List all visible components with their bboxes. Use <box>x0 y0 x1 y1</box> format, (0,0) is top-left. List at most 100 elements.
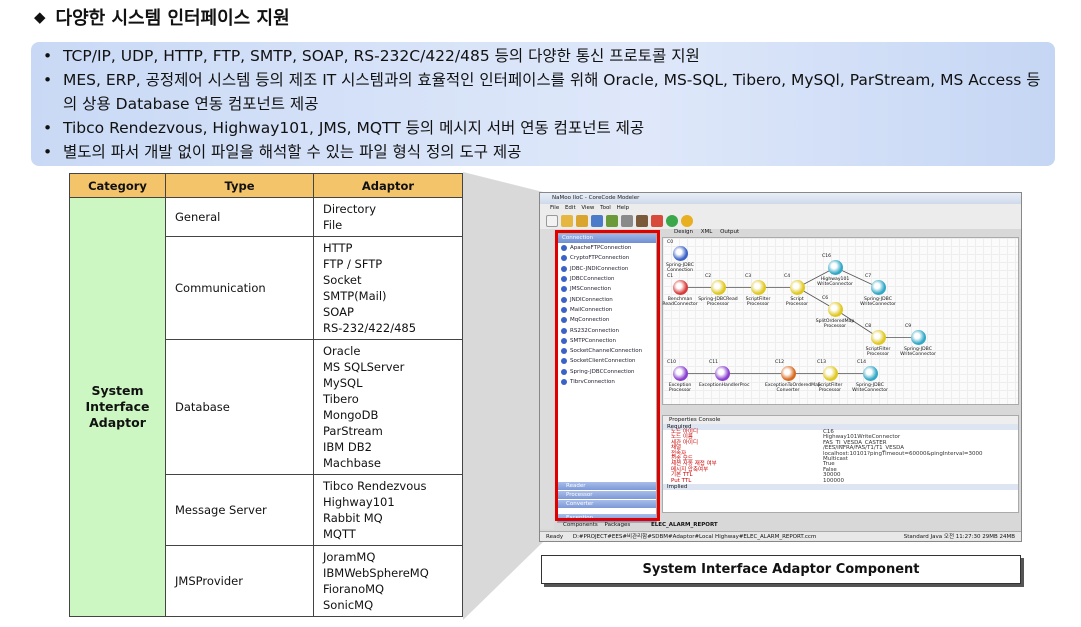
property-row[interactable]: 접속자 localhost:10101?pingTimeout=60000&pin… <box>663 450 1018 457</box>
connection-icon <box>561 327 567 334</box>
warning-icon <box>681 215 693 227</box>
palette-item-label: TibrvConnection <box>570 379 615 385</box>
node-label: Script Processor <box>785 297 809 308</box>
palette-item[interactable]: JNDIConnection <box>558 294 656 304</box>
document-tab: ELEC_ALARM_REPORT <box>650 522 718 528</box>
adaptor-item: SonicMQ <box>323 598 374 612</box>
flow-node[interactable] <box>863 366 878 381</box>
flow-node[interactable] <box>751 280 766 295</box>
palette-item[interactable]: TibrvConnection <box>558 377 656 387</box>
flow-node[interactable] <box>911 330 926 345</box>
node-label: ExceptionToOrderedMap Converter <box>765 383 821 394</box>
palette-item[interactable]: JDBC-JNDIConnection <box>558 264 656 274</box>
flow-node[interactable] <box>715 366 730 381</box>
flow-node[interactable] <box>711 280 726 295</box>
flow-node[interactable] <box>673 280 688 295</box>
flow-node[interactable] <box>823 366 838 381</box>
property-key: 접속자 <box>671 450 687 457</box>
node-id: C1 <box>667 274 674 279</box>
palette-item[interactable]: CryptoFTPConnection <box>558 253 656 263</box>
adaptor-item: Machbase <box>323 456 381 470</box>
palette-header: Connection <box>558 234 656 243</box>
node-label: Spring-JDBCRead Processor <box>698 297 738 308</box>
node-label: Benchman ReadConnector <box>662 297 698 308</box>
palette-item[interactable]: JMSConnection <box>558 284 656 294</box>
run-icon <box>666 215 678 227</box>
adaptor-item: MQTT <box>323 527 356 541</box>
property-value: 30000 <box>823 472 841 479</box>
flow-node[interactable] <box>871 280 886 295</box>
node-label: Spring-JDBC WriteConnector <box>900 347 936 358</box>
connection-icon <box>561 306 567 313</box>
node-label: SplitOrderedMap Processor <box>815 319 855 330</box>
flow-node[interactable] <box>673 246 688 261</box>
connection-icon <box>561 255 567 262</box>
property-row[interactable]: 기본 TTL 30000 <box>663 472 1018 479</box>
property-key: 세션 자동 재접 여부 <box>671 461 717 468</box>
adaptor-table: Category Type Adaptor System Interface A… <box>69 173 463 617</box>
palette-item[interactable]: MailConnection <box>558 305 656 315</box>
property-value: Multicast <box>823 455 848 462</box>
palette-item[interactable]: MqConnection <box>558 315 656 325</box>
feature-list-box: TCP/IP, UDP, HTTP, FTP, SMTP, SOAP, RS-2… <box>31 42 1055 166</box>
adaptor-item: File <box>323 218 343 232</box>
side-strip <box>540 229 554 529</box>
toolbar <box>540 213 1021 229</box>
property-value: C16 <box>823 429 834 435</box>
palette-item[interactable]: ApacheFTPConnection <box>558 243 656 253</box>
node-id: C2 <box>705 274 712 279</box>
header-category: Category <box>69 173 166 198</box>
build-icon <box>606 215 618 227</box>
node-id: C4 <box>784 274 791 279</box>
palette-highlight <box>555 230 660 521</box>
flow-node[interactable] <box>828 302 843 317</box>
palette-converter: Converter <box>558 500 656 508</box>
node-id: C9 <box>905 324 912 329</box>
palette-item[interactable]: Spring-JDBCConnection <box>558 367 656 377</box>
palette-item[interactable]: JDBCConnection <box>558 274 656 284</box>
property-key: 전송 모드 <box>671 455 693 462</box>
palette-item[interactable]: SocketClientConnection <box>558 356 656 366</box>
property-key: 기본 TTL <box>671 472 693 479</box>
palette-item-label: RS232Connection <box>570 327 619 334</box>
node-id: C0 <box>667 240 674 245</box>
gear-icon <box>636 215 648 227</box>
palette-item-label: MailConnection <box>570 306 613 313</box>
property-row[interactable]: 전송 모드 Multicast <box>663 455 1018 462</box>
window-title: NaMoo IIoC - CoreCode Modeler <box>540 193 1021 204</box>
node-label: ScriptFilter Processor <box>817 383 843 394</box>
folder-icon <box>576 215 588 227</box>
connection-icon <box>561 358 567 365</box>
flow-node[interactable] <box>673 366 688 381</box>
adaptor-item: Tibero <box>323 392 359 406</box>
palette-item[interactable]: RS232Connection <box>558 325 656 335</box>
connection-icon <box>561 296 567 303</box>
adaptor-item: Highway101 <box>323 495 395 509</box>
connection-icon <box>561 286 567 293</box>
property-value: localhost:10101?pingTimeout=60000&pingIn… <box>823 450 983 457</box>
feature-item: Tibco Rendezvous, Highway101, JMS, MQTT … <box>41 116 1045 140</box>
flow-node[interactable] <box>781 366 796 381</box>
palette-item[interactable]: SMTPConnection <box>558 336 656 346</box>
new-icon <box>546 215 558 227</box>
palette-item[interactable]: SocketChannelConnection <box>558 346 656 356</box>
flow-node[interactable] <box>790 280 805 295</box>
node-id: C12 <box>775 360 785 365</box>
node-id: C3 <box>745 274 752 279</box>
flow-node[interactable] <box>871 330 886 345</box>
adaptor-item: FTP / SFTP <box>323 257 383 271</box>
menu-bar: File Edit View Tool Help <box>540 204 1021 213</box>
flow-node[interactable] <box>828 260 843 275</box>
palette-reader: Reader <box>558 482 656 490</box>
property-row[interactable]: 채널/EES/INFRA/FAS/T1/T1_VESDA <box>663 445 1018 451</box>
property-key: 노드 이름 <box>671 434 693 441</box>
